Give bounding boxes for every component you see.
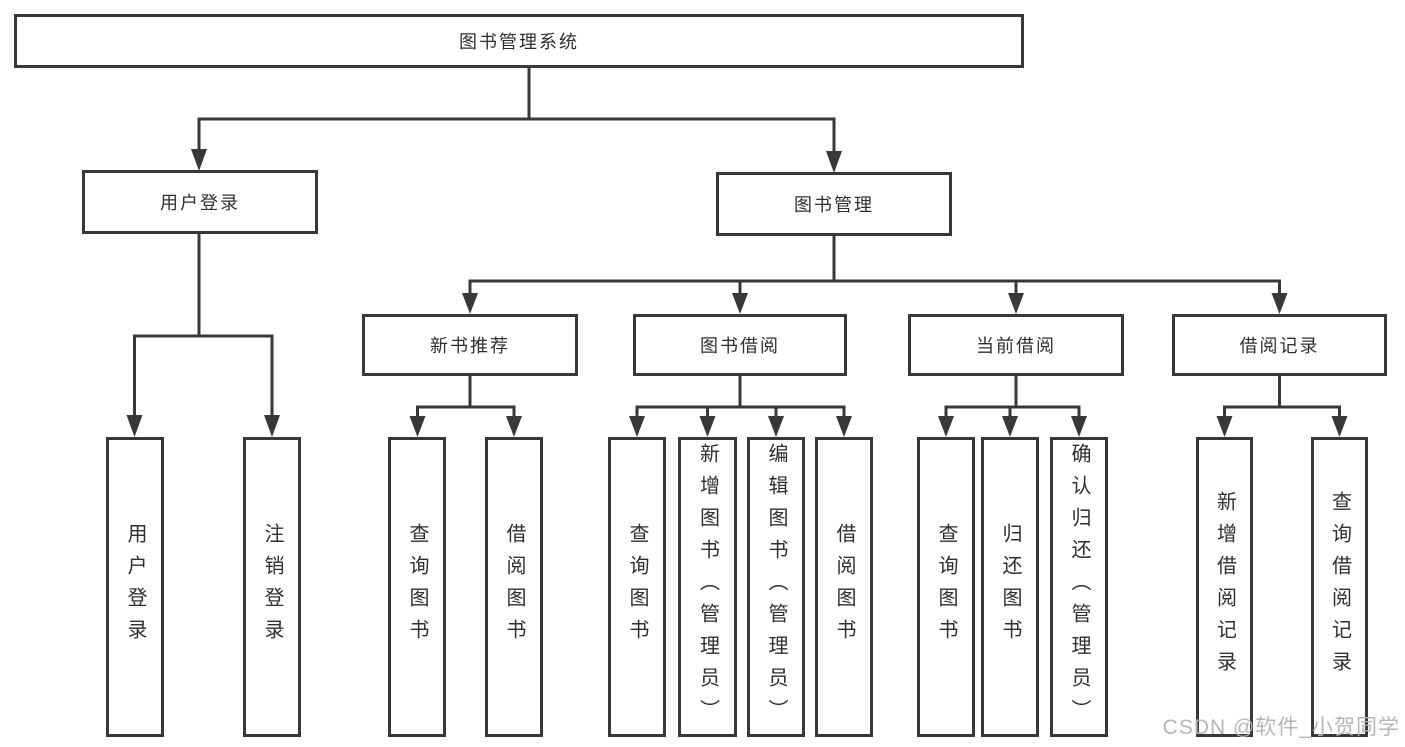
node-bb-edit-book: 编辑图书（管理员） xyxy=(747,437,805,737)
node-current-borrowing-label: 当前借阅 xyxy=(976,336,1056,356)
connector-new-book-recommend-children xyxy=(409,376,522,437)
node-user-login-label: 用户登录 xyxy=(160,193,240,213)
node-book-borrowing: 图书借阅 xyxy=(633,314,847,376)
node-cb-confirm-return-label: 确认归还（管理员） xyxy=(1068,443,1090,731)
connector-book-management-children xyxy=(462,236,1288,314)
connector-borrowing-records-children xyxy=(1216,376,1348,437)
node-user-login-leaf: 用户登录 xyxy=(106,437,164,737)
connector-book-borrowing-children xyxy=(629,376,852,437)
node-bb-edit-book-label: 编辑图书（管理员） xyxy=(765,443,787,731)
node-br-query-record: 查询借阅记录 xyxy=(1311,437,1368,737)
node-cb-return-book-label: 归还图书 xyxy=(999,523,1021,651)
node-book-management-label: 图书管理 xyxy=(794,195,874,215)
node-new-book-recommend: 新书推荐 xyxy=(362,314,578,376)
node-borrowing-records-label: 借阅记录 xyxy=(1239,336,1320,356)
node-bb-query-book: 查询图书 xyxy=(608,437,666,737)
node-borrowing-records: 借阅记录 xyxy=(1172,314,1387,376)
node-book-borrowing-label: 图书借阅 xyxy=(700,336,780,356)
node-bb-borrow-book-label: 借阅图书 xyxy=(833,523,855,651)
node-book-management: 图书管理 xyxy=(716,172,952,236)
node-logout-leaf-label: 注销登录 xyxy=(261,523,283,651)
csdn-watermark: CSDN @软件_小贺同学 xyxy=(1162,716,1400,739)
node-bb-add-book-label: 新增图书（管理员） xyxy=(696,443,719,731)
node-logout-leaf: 注销登录 xyxy=(243,437,301,737)
node-root-label: 图书管理系统 xyxy=(459,32,579,52)
node-root: 图书管理系统 xyxy=(14,14,1024,68)
node-rec-query-book-label: 查询图书 xyxy=(406,523,428,651)
node-rec-borrow-book-label: 借阅图书 xyxy=(503,523,525,651)
node-rec-borrow-book: 借阅图书 xyxy=(485,437,543,737)
node-bb-borrow-book: 借阅图书 xyxy=(815,437,873,737)
node-user-login-leaf-label: 用户登录 xyxy=(124,523,146,651)
node-br-add-record-label: 新增借阅记录 xyxy=(1213,491,1236,683)
node-br-query-record-label: 查询借阅记录 xyxy=(1328,491,1351,683)
node-rec-query-book: 查询图书 xyxy=(388,437,446,737)
node-bb-add-book: 新增图书（管理员） xyxy=(678,437,737,737)
node-current-borrowing: 当前借阅 xyxy=(908,314,1124,376)
connector-root-to-level2 xyxy=(191,68,842,173)
node-cb-confirm-return: 确认归还（管理员） xyxy=(1050,437,1108,737)
connector-current-borrowing-children xyxy=(938,376,1087,437)
node-br-add-record: 新增借阅记录 xyxy=(1196,437,1253,737)
node-new-book-recommend-label: 新书推荐 xyxy=(430,336,510,356)
node-cb-return-book: 归还图书 xyxy=(981,437,1039,737)
node-user-login: 用户登录 xyxy=(82,170,318,234)
connector-user-login-children xyxy=(126,234,280,437)
node-cb-query-book: 查询图书 xyxy=(917,437,975,737)
node-cb-query-book-label: 查询图书 xyxy=(935,523,957,651)
node-bb-query-book-label: 查询图书 xyxy=(626,523,648,651)
